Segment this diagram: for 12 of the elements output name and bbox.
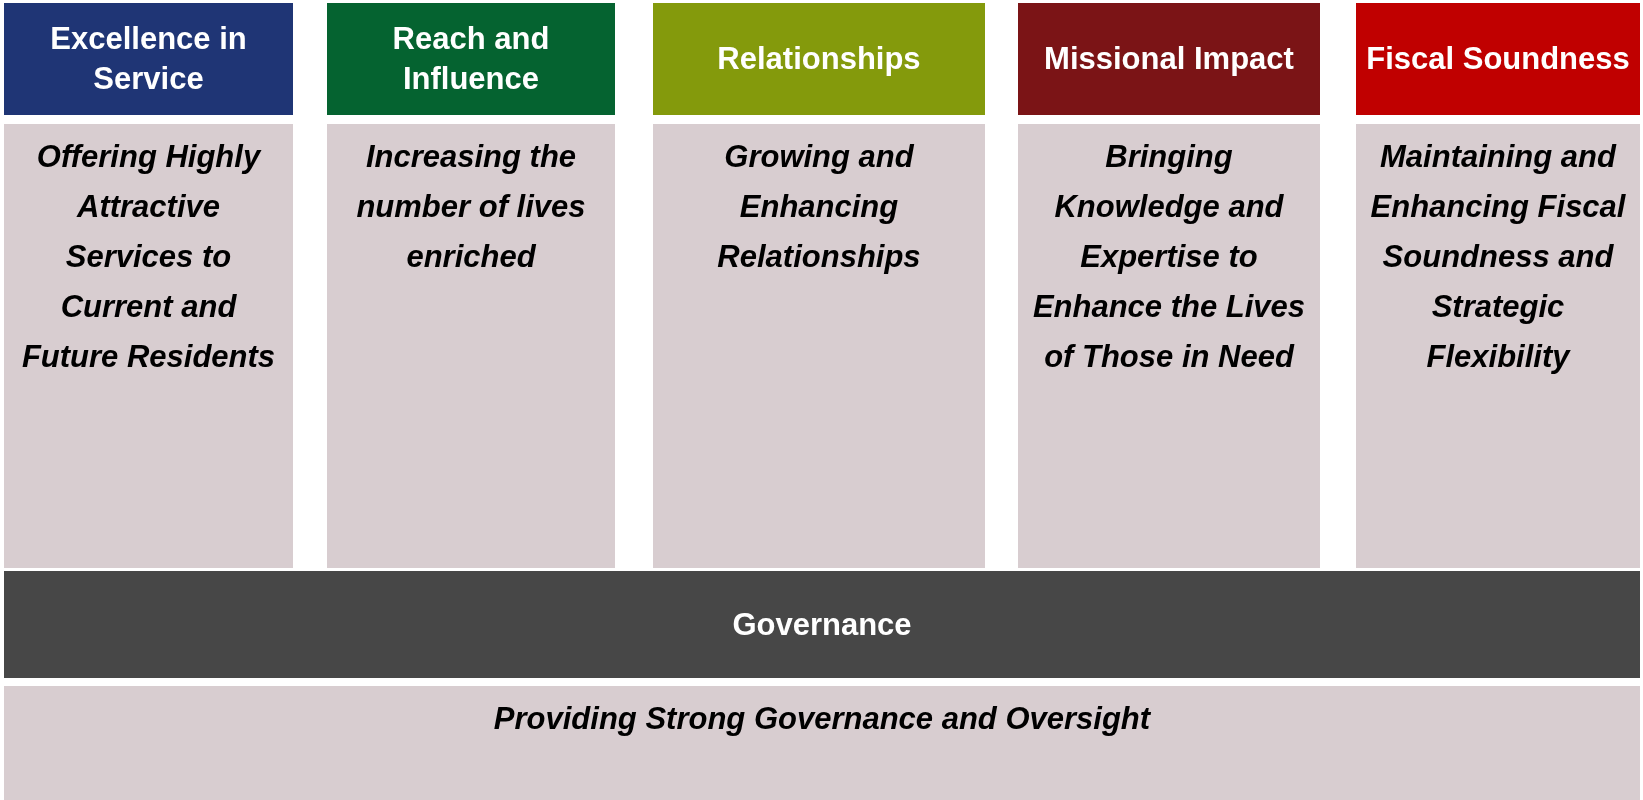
description-panel: Providing Strong Governance and Oversight xyxy=(4,686,1640,800)
header-bar: Relationships xyxy=(653,3,985,115)
header-bar: Governance xyxy=(4,571,1640,678)
description-panel: Bringing Knowledge and Expertise to Enhance the Lives of Those in Need xyxy=(1018,124,1320,568)
header-bar: Excellence in Service xyxy=(4,3,293,115)
header-bar: Reach and Influence xyxy=(327,3,615,115)
header-bar: Missional Impact xyxy=(1018,3,1320,115)
description-panel: Increasing the number of lives enriched xyxy=(327,124,615,568)
description-panel: Maintaining and Enhancing Fiscal Soundness and Strategic Flexibility xyxy=(1356,124,1640,568)
header-bar: Fiscal Soundness xyxy=(1356,3,1640,115)
description-panel: Offering Highly Attractive Services to Current and Future Residents xyxy=(4,124,293,568)
description-panel: Growing and Enhancing Relationships xyxy=(653,124,985,568)
